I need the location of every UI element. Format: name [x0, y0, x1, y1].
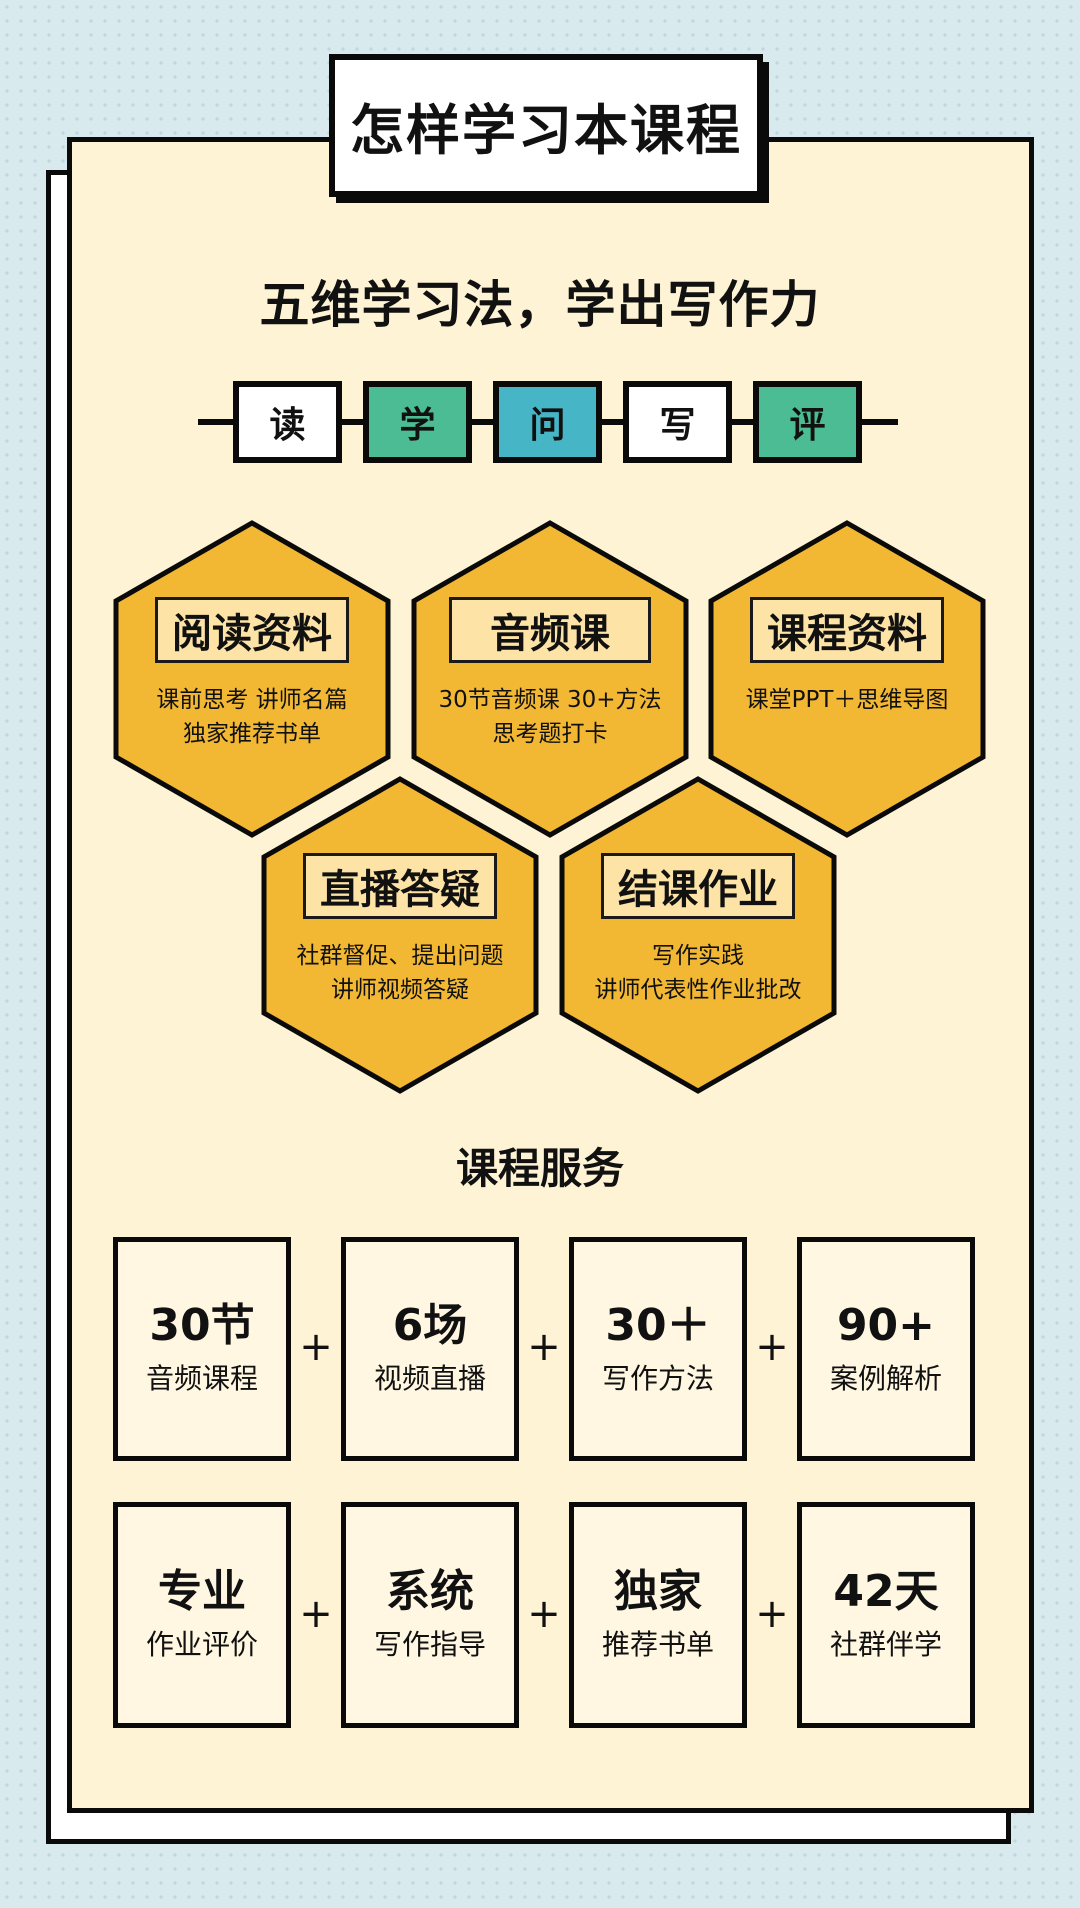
- service-value: 30＋: [605, 1300, 711, 1351]
- plus-sign: +: [299, 1591, 333, 1637]
- service-value: 90+: [836, 1300, 936, 1351]
- service-value: 30节: [149, 1300, 255, 1351]
- service-value: 独家: [614, 1566, 702, 1617]
- hexagon-shape-icon: [261, 776, 539, 1094]
- service-card-assignment-review: 专业 作业评价: [113, 1502, 291, 1728]
- service-card-writing-guidance: 系统 写作指导: [341, 1502, 519, 1728]
- service-label: 视频直播: [373, 1362, 486, 1395]
- plus-sign: +: [755, 1591, 789, 1637]
- module-description: 课堂PPT＋思维导图: [745, 687, 949, 713]
- service-card-writing-methods: 30＋ 写作方法: [569, 1237, 747, 1461]
- service-value: 系统: [386, 1566, 474, 1617]
- step-review: 评: [753, 381, 862, 463]
- module-hexagon-reading: 阅读资料 课前思考 讲师名篇 独家推荐书单: [112, 519, 392, 839]
- service-value: 6场: [392, 1300, 468, 1351]
- plus-sign: +: [299, 1324, 333, 1370]
- service-label: 案例解析: [829, 1362, 942, 1395]
- service-card-community-study: 42天 社群伴学: [797, 1502, 975, 1728]
- plus-sign: +: [527, 1591, 561, 1637]
- service-label: 作业评价: [145, 1628, 258, 1661]
- service-card-book-list: 独家 推荐书单: [569, 1502, 747, 1728]
- service-value: 专业: [158, 1566, 246, 1617]
- module-description: 30节音频课 30+方法 思考题打卡: [438, 687, 662, 747]
- service-label: 写作方法: [601, 1362, 714, 1395]
- step-learn: 学: [363, 381, 472, 463]
- module-hexagon-live-qa: 直播答疑 社群督促、提出问题 讲师视频答疑: [260, 775, 540, 1095]
- service-card-case-analysis: 90+ 案例解析: [797, 1237, 975, 1461]
- page-title: 怎样学习本课程: [350, 99, 742, 162]
- module-title: 直播答疑: [303, 853, 497, 919]
- service-label: 社群伴学: [829, 1628, 942, 1661]
- service-label: 音频课程: [145, 1362, 258, 1395]
- service-label: 推荐书单: [601, 1628, 714, 1661]
- module-title: 音频课: [449, 597, 651, 663]
- step-ask: 问: [493, 381, 602, 463]
- subtitle: 五维学习法，学出写作力: [259, 276, 821, 334]
- module-title: 阅读资料: [155, 597, 349, 663]
- step-read: 读: [233, 381, 342, 463]
- plus-sign: +: [527, 1324, 561, 1370]
- service-card-live-video: 6场 视频直播: [341, 1237, 519, 1461]
- module-description: 写作实践 讲师代表性作业批改: [594, 943, 802, 1003]
- plus-sign: +: [755, 1324, 789, 1370]
- module-title: 结课作业: [601, 853, 795, 919]
- service-value: 42天: [833, 1566, 939, 1617]
- service-label: 写作指导: [373, 1628, 486, 1661]
- step-write: 写: [623, 381, 732, 463]
- module-title: 课程资料: [750, 597, 944, 663]
- module-hexagon-audio: 音频课 30节音频课 30+方法 思考题打卡: [410, 519, 690, 839]
- module-hexagon-materials: 课程资料 课堂PPT＋思维导图: [707, 519, 987, 839]
- module-description: 社群督促、提出问题 讲师视频答疑: [296, 943, 504, 1003]
- service-card-audio-lessons: 30节 音频课程: [113, 1237, 291, 1461]
- module-hexagon-final-assignment: 结课作业 写作实践 讲师代表性作业批改: [558, 775, 838, 1095]
- services-title: 课程服务: [455, 1144, 624, 1193]
- title-box: 怎样学习本课程: [329, 54, 763, 197]
- module-description: 课前思考 讲师名篇 独家推荐书单: [156, 687, 348, 747]
- hexagon-shape-icon: [559, 776, 837, 1094]
